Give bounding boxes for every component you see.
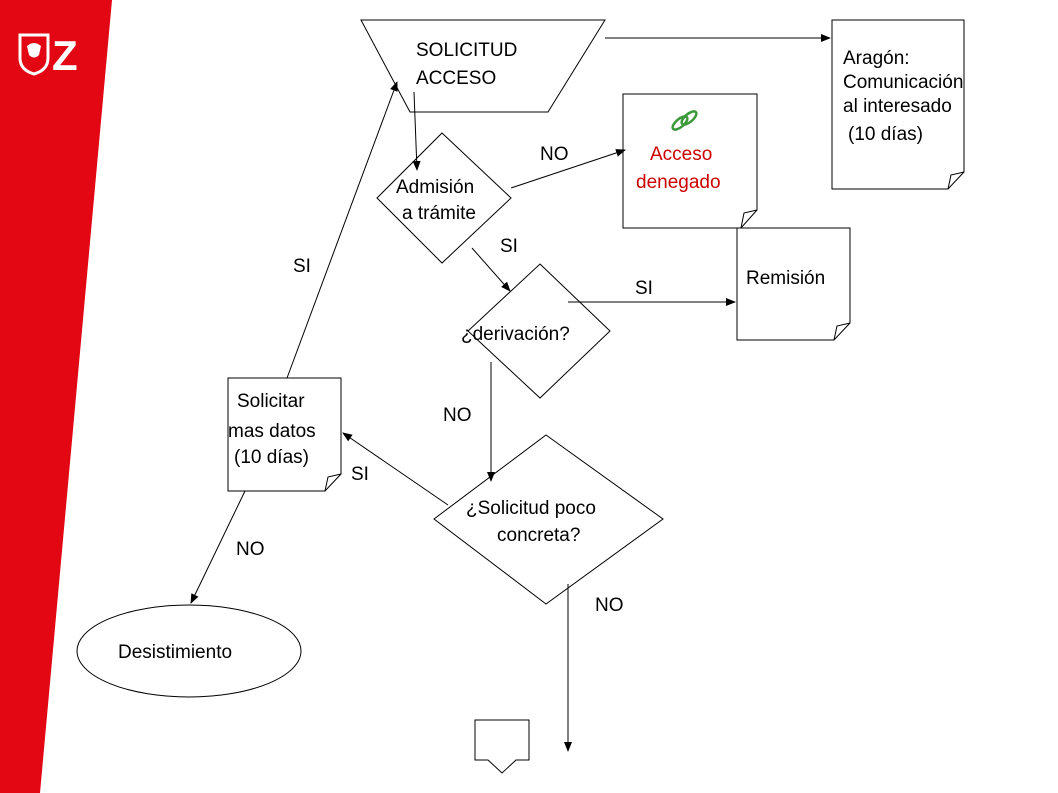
node-label: a trámite bbox=[402, 203, 476, 224]
edge-admision-denegado bbox=[510, 149, 626, 189]
node-solicitud-concreta: ¿Solicitud poco concreta? bbox=[433, 434, 664, 605]
node-admision-tramite: Admisión a trámite bbox=[376, 132, 512, 264]
node-label: SOLICITUD bbox=[416, 40, 517, 61]
node-label: Acceso bbox=[650, 144, 712, 165]
node-remision: Remisión bbox=[736, 227, 851, 341]
edge-label-derivacion-no: NO bbox=[443, 405, 472, 426]
node-label: concreta? bbox=[497, 525, 580, 546]
edge-label-derivacion-si: SI bbox=[635, 278, 653, 299]
node-label: Comunicación bbox=[843, 72, 963, 93]
node-label: al interesado bbox=[843, 96, 952, 117]
node-label: ¿Solicitud poco bbox=[466, 498, 596, 519]
node-label: denegado bbox=[636, 172, 721, 193]
node-label: Solicitar bbox=[237, 391, 305, 412]
brand-band bbox=[0, 0, 112, 793]
node-label: Desistimiento bbox=[118, 642, 232, 663]
node-label: Admisión bbox=[396, 177, 474, 198]
node-solicitar-datos: Solicitar mas datos (10 días) bbox=[227, 377, 342, 492]
paperclip-icon bbox=[671, 110, 698, 131]
edge-admision-derivacion bbox=[471, 247, 511, 292]
node-desistimiento: Desistimiento bbox=[76, 604, 302, 698]
edge-solicitud-admision bbox=[412, 91, 421, 171]
node-label: mas datos bbox=[228, 421, 316, 442]
node-aragon-comunicacion: Aragón: Comunicación al interesado (10 d… bbox=[831, 19, 965, 190]
node-label: ACCESO bbox=[416, 68, 496, 89]
continue-connector-icon bbox=[474, 719, 530, 774]
edge-concreta-solicitar bbox=[342, 432, 449, 506]
node-label: (10 días) bbox=[848, 124, 923, 145]
node-label: Aragón: bbox=[843, 48, 910, 69]
node-derivacion: ¿derivación? bbox=[461, 263, 611, 399]
shield-icon bbox=[18, 33, 50, 76]
node-label: ¿derivación? bbox=[461, 324, 570, 345]
edge-solicitar-solicitud bbox=[286, 81, 398, 379]
edge-solicitar-desistimiento bbox=[190, 490, 246, 604]
node-label: (10 días) bbox=[234, 447, 309, 468]
edge-label-admision-no: NO bbox=[540, 144, 569, 165]
edge-label-solicitar-no: NO bbox=[236, 539, 265, 560]
edge-label-concreta-si: SI bbox=[351, 464, 369, 485]
node-label: Remisión bbox=[746, 268, 825, 289]
node-solicitud-acceso: SOLICITUD ACCESO bbox=[360, 19, 606, 113]
node-acceso-denegado: Acceso denegado bbox=[622, 93, 758, 229]
edge-label-concreta-no: NO bbox=[595, 595, 624, 616]
edge-label-solicitar-si: SI bbox=[293, 256, 311, 277]
edge-label-admision-si: SI bbox=[500, 236, 518, 257]
logo-letter: Z bbox=[52, 32, 78, 79]
